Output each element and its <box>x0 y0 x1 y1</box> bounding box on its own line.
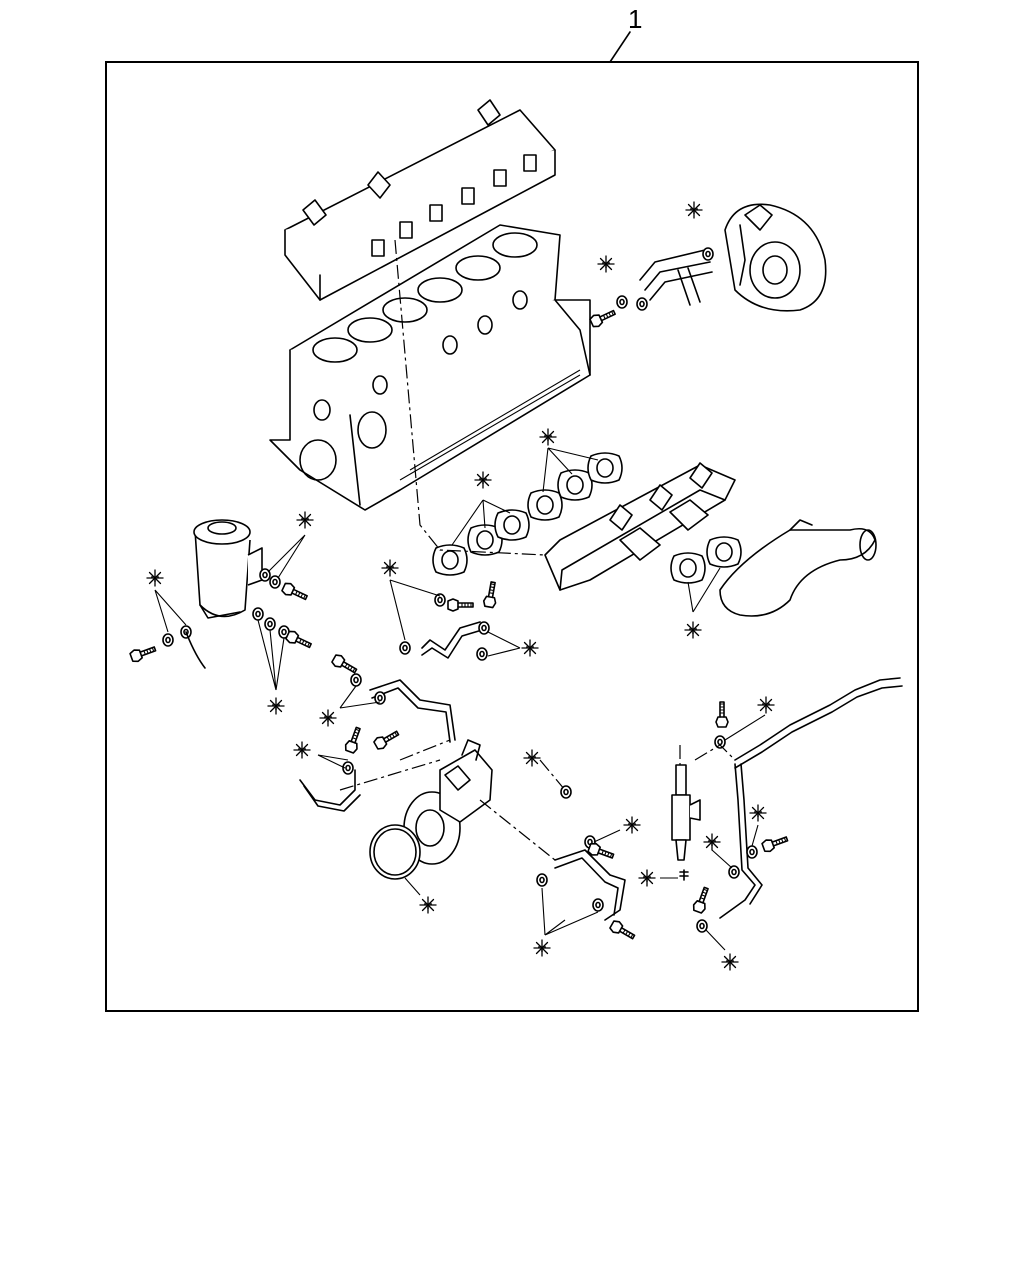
line-leader-lines <box>317 754 349 769</box>
filter-leader-lines <box>154 589 187 633</box>
bolt-icon <box>482 580 500 609</box>
line-washer <box>714 735 726 749</box>
turbo-oil-washer <box>616 295 628 309</box>
filter-washer <box>162 633 174 647</box>
kit-marker-icon <box>521 639 539 657</box>
line-washer <box>560 785 572 799</box>
cylinder-head-icon <box>284 99 556 301</box>
bolt-icon <box>280 580 310 604</box>
kit-marker-icon <box>703 833 721 851</box>
exhaust-gasket-icon <box>494 509 530 541</box>
kit-marker-icon <box>684 621 702 639</box>
intake-pipe-icon <box>719 519 877 617</box>
kit-marker-icon <box>533 939 551 957</box>
bolt-icon <box>128 642 158 664</box>
fuel-line-icon <box>369 679 456 741</box>
leak-off-line-icon <box>734 677 901 761</box>
filter-leader-lines <box>257 619 285 691</box>
exhaust-gasket-icon <box>557 469 593 501</box>
fuel-line-icon <box>554 849 626 921</box>
kit-marker-icon <box>721 953 739 971</box>
injector-icon <box>671 764 701 861</box>
bolt-icon <box>284 628 314 652</box>
alignment-line <box>394 239 546 556</box>
kit-marker-icon <box>539 428 557 446</box>
line-leader-lines <box>487 631 521 657</box>
line-washer <box>746 845 758 859</box>
filter-washer <box>264 617 276 631</box>
pump-o-ring-icon <box>369 824 421 880</box>
callout-number: 1 <box>628 4 642 34</box>
injector-seal-icon <box>679 869 689 881</box>
line-washer <box>478 621 490 635</box>
filter-leader-lines <box>267 534 306 579</box>
alignment-line <box>339 739 451 791</box>
line-leader-lines <box>541 887 599 936</box>
line-leader-lines <box>339 685 381 709</box>
bolt-icon <box>691 885 713 915</box>
exhaust-gasket-icon <box>527 489 563 521</box>
line-washer <box>696 919 708 933</box>
line-washer <box>536 873 548 887</box>
bolt-icon <box>608 918 638 943</box>
fuel-filter-icon <box>193 519 263 619</box>
kit-marker-icon <box>474 471 492 489</box>
bolt-icon <box>372 727 402 752</box>
filter-washer <box>252 607 264 621</box>
kit-marker-icon <box>749 804 767 822</box>
exhaust-gasket-icon <box>432 544 468 576</box>
kit-marker-icon <box>419 896 437 914</box>
bolt-icon <box>760 832 790 854</box>
exhaust-gasket-icon <box>587 452 623 484</box>
bolt-icon <box>715 701 729 728</box>
filter-drain-hose <box>185 631 206 669</box>
cylinder-block-icon <box>269 224 591 511</box>
kit-border-frame <box>105 61 919 1012</box>
kit-marker-icon <box>296 511 314 529</box>
intake-gasket-icon <box>670 552 706 584</box>
turbo-washer <box>702 247 714 261</box>
gasket-leader-lines <box>687 567 721 613</box>
bolt-icon <box>330 652 360 677</box>
gasket-leader-lines <box>451 499 511 546</box>
bolt-icon <box>447 598 474 612</box>
line-washer <box>728 865 740 879</box>
line-washer <box>399 641 411 655</box>
bolt-icon <box>588 306 618 330</box>
line-leader-lines <box>389 579 441 641</box>
intake-gasket-icon <box>706 536 742 568</box>
kit-marker-icon <box>623 816 641 834</box>
kit-marker-icon <box>293 741 311 759</box>
bolt-icon <box>343 725 365 755</box>
callout-leader-line <box>609 31 631 63</box>
gasket-leader-lines <box>542 447 599 493</box>
kit-marker-icon <box>685 201 703 219</box>
line-washer <box>350 673 362 687</box>
kit-marker-icon <box>523 749 541 767</box>
turbo-oil-washer <box>636 297 648 311</box>
kit-marker-icon <box>638 869 656 887</box>
turbo-oil-lines <box>639 249 713 301</box>
return-pipe-icon <box>719 763 756 919</box>
exhaust-manifold-icon <box>544 462 736 591</box>
fuel-line-icon <box>421 621 481 651</box>
line-washer <box>476 647 488 661</box>
kit-marker-icon <box>146 569 164 587</box>
kit-marker-icon <box>267 697 285 715</box>
line-washer <box>592 898 604 912</box>
bolt-icon <box>586 841 616 863</box>
alignment-line <box>479 799 556 861</box>
kit-marker-icon <box>381 559 399 577</box>
kit-marker-icon <box>597 255 615 273</box>
kit-marker-icon <box>757 696 775 714</box>
turbocharger-icon <box>724 203 827 312</box>
kit-marker-icon <box>319 709 337 727</box>
